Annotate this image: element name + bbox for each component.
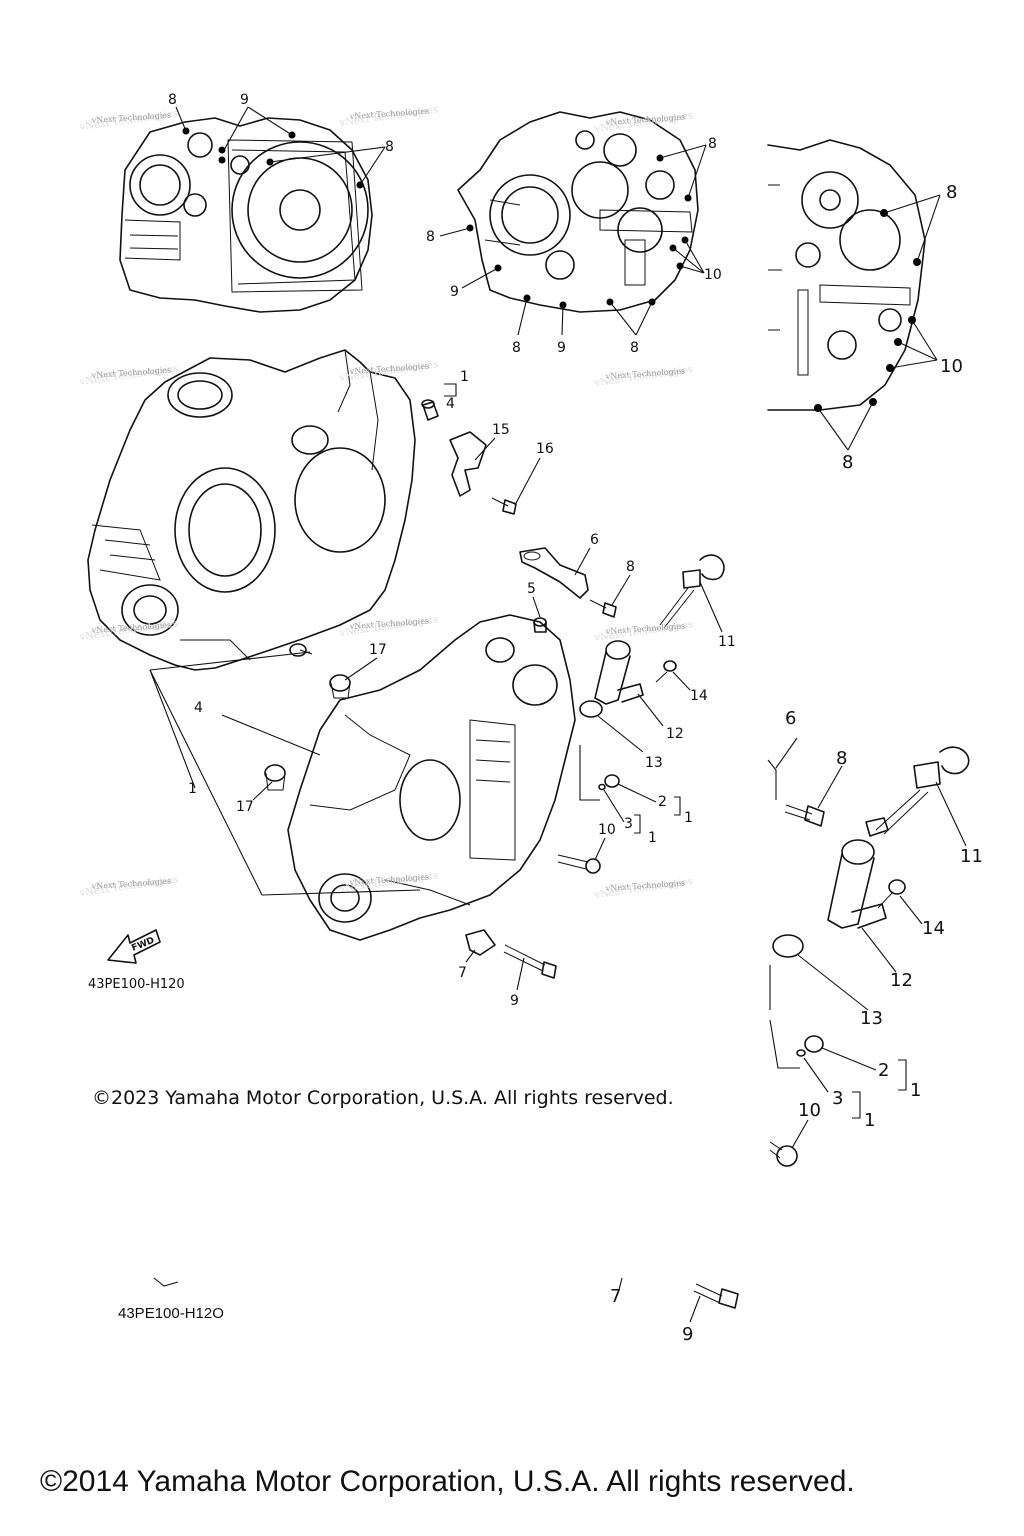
- callout-1: 1: [188, 781, 197, 797]
- callout-13: 13: [860, 1008, 883, 1029]
- plate: [519, 547, 589, 599]
- dipstick: [865, 746, 970, 837]
- callout-8: 8: [426, 229, 435, 245]
- callout-1: 1: [684, 810, 693, 826]
- callout-3: 3: [624, 816, 633, 832]
- callout-17: 17: [236, 799, 254, 815]
- callout-8: 8: [708, 136, 717, 152]
- callout-8: 8: [630, 340, 639, 356]
- callout-11: 11: [718, 634, 736, 650]
- callout-10: 10: [598, 822, 616, 838]
- drain-plug: [598, 774, 620, 791]
- forward-arrow-icon: FWD: [107, 929, 161, 964]
- callout-1: 1: [460, 369, 469, 385]
- callout-1: 1: [910, 1080, 921, 1101]
- callout-7: 7: [458, 965, 467, 981]
- callout-4: 4: [446, 396, 455, 412]
- callout-9: 9: [682, 1324, 693, 1345]
- dowel-pin: [533, 617, 547, 633]
- callout-2: 2: [658, 794, 667, 810]
- background-layer: 43PE100-H12O 7 9: [118, 1277, 739, 1345]
- callout-8: 8: [385, 139, 394, 155]
- callout-4: 4: [194, 700, 203, 716]
- breather-bracket: [449, 431, 487, 497]
- callout-9: 9: [450, 284, 459, 300]
- callout-6: 6: [590, 532, 599, 548]
- callout-14: 14: [922, 918, 945, 939]
- bolt: [491, 497, 517, 515]
- callout-1: 1: [864, 1110, 875, 1131]
- bolt: [503, 944, 557, 979]
- holder: [465, 929, 496, 956]
- callout-8: 8: [626, 559, 635, 575]
- crankcase-right-view: 8 8 9 8 9 8 10: [426, 111, 722, 356]
- dowel-pin: [421, 399, 439, 421]
- crankcase-right-enlarged: 8 10 8: [767, 139, 963, 473]
- drain-plug: [796, 1035, 824, 1057]
- crankcase-left-half: [87, 349, 416, 671]
- oil-filler-pipe: [827, 839, 887, 929]
- bolt: [769, 1141, 798, 1167]
- callout-10: 10: [704, 267, 722, 283]
- callout-11: 11: [960, 846, 983, 867]
- oil-filler-pipe: [594, 640, 644, 705]
- callout-8: 8: [842, 452, 853, 473]
- callout-14: 14: [690, 688, 708, 704]
- callout-3: 3: [832, 1088, 843, 1109]
- callout-10: 10: [798, 1100, 821, 1121]
- crankcase-right-half: [264, 614, 576, 941]
- callout-5: 5: [527, 581, 536, 597]
- copyright-2014: ©2014 Yamaha Motor Corporation, U.S.A. A…: [40, 1465, 855, 1498]
- callout-17: 17: [369, 642, 387, 658]
- callout-8: 8: [168, 92, 177, 108]
- bolt: [784, 804, 825, 827]
- copyright-2023: ©2023 Yamaha Motor Corporation, U.S.A. A…: [92, 1087, 674, 1109]
- diagram-code: 43PE100-H12O: [118, 1305, 224, 1322]
- crankcase-left-view: 8 9 8: [119, 92, 394, 313]
- callout-9: 9: [510, 993, 519, 1009]
- callout-8: 8: [836, 748, 847, 769]
- callout-2: 2: [878, 1060, 889, 1081]
- callout-1: 1: [648, 830, 657, 846]
- o-ring: [579, 700, 603, 718]
- callout-13: 13: [645, 755, 663, 771]
- callout-16: 16: [536, 441, 554, 457]
- callout-15: 15: [492, 422, 510, 438]
- bolt: [693, 1283, 739, 1309]
- watermarks: vNext Technologies vNext Technologies vN…: [78, 104, 694, 901]
- dipstick: [659, 554, 725, 629]
- callout-9: 9: [557, 340, 566, 356]
- callout-6: 6: [785, 708, 796, 729]
- callout-7: 7: [610, 1286, 621, 1307]
- callout-10: 10: [940, 356, 963, 377]
- callout-8: 8: [946, 182, 957, 203]
- diagram-code: 43PE100-H120: [88, 977, 185, 992]
- callout-9: 9: [240, 92, 249, 108]
- bolt: [877, 879, 906, 909]
- callout-12: 12: [666, 726, 684, 742]
- o-ring: [772, 934, 804, 958]
- bolt: [655, 660, 677, 683]
- enlarged-detail: 6 8 11 12 13 14: [767, 708, 983, 1167]
- callout-12: 12: [890, 970, 913, 991]
- callout-8: 8: [512, 340, 521, 356]
- bolt: [589, 599, 617, 618]
- bolt: [557, 854, 601, 874]
